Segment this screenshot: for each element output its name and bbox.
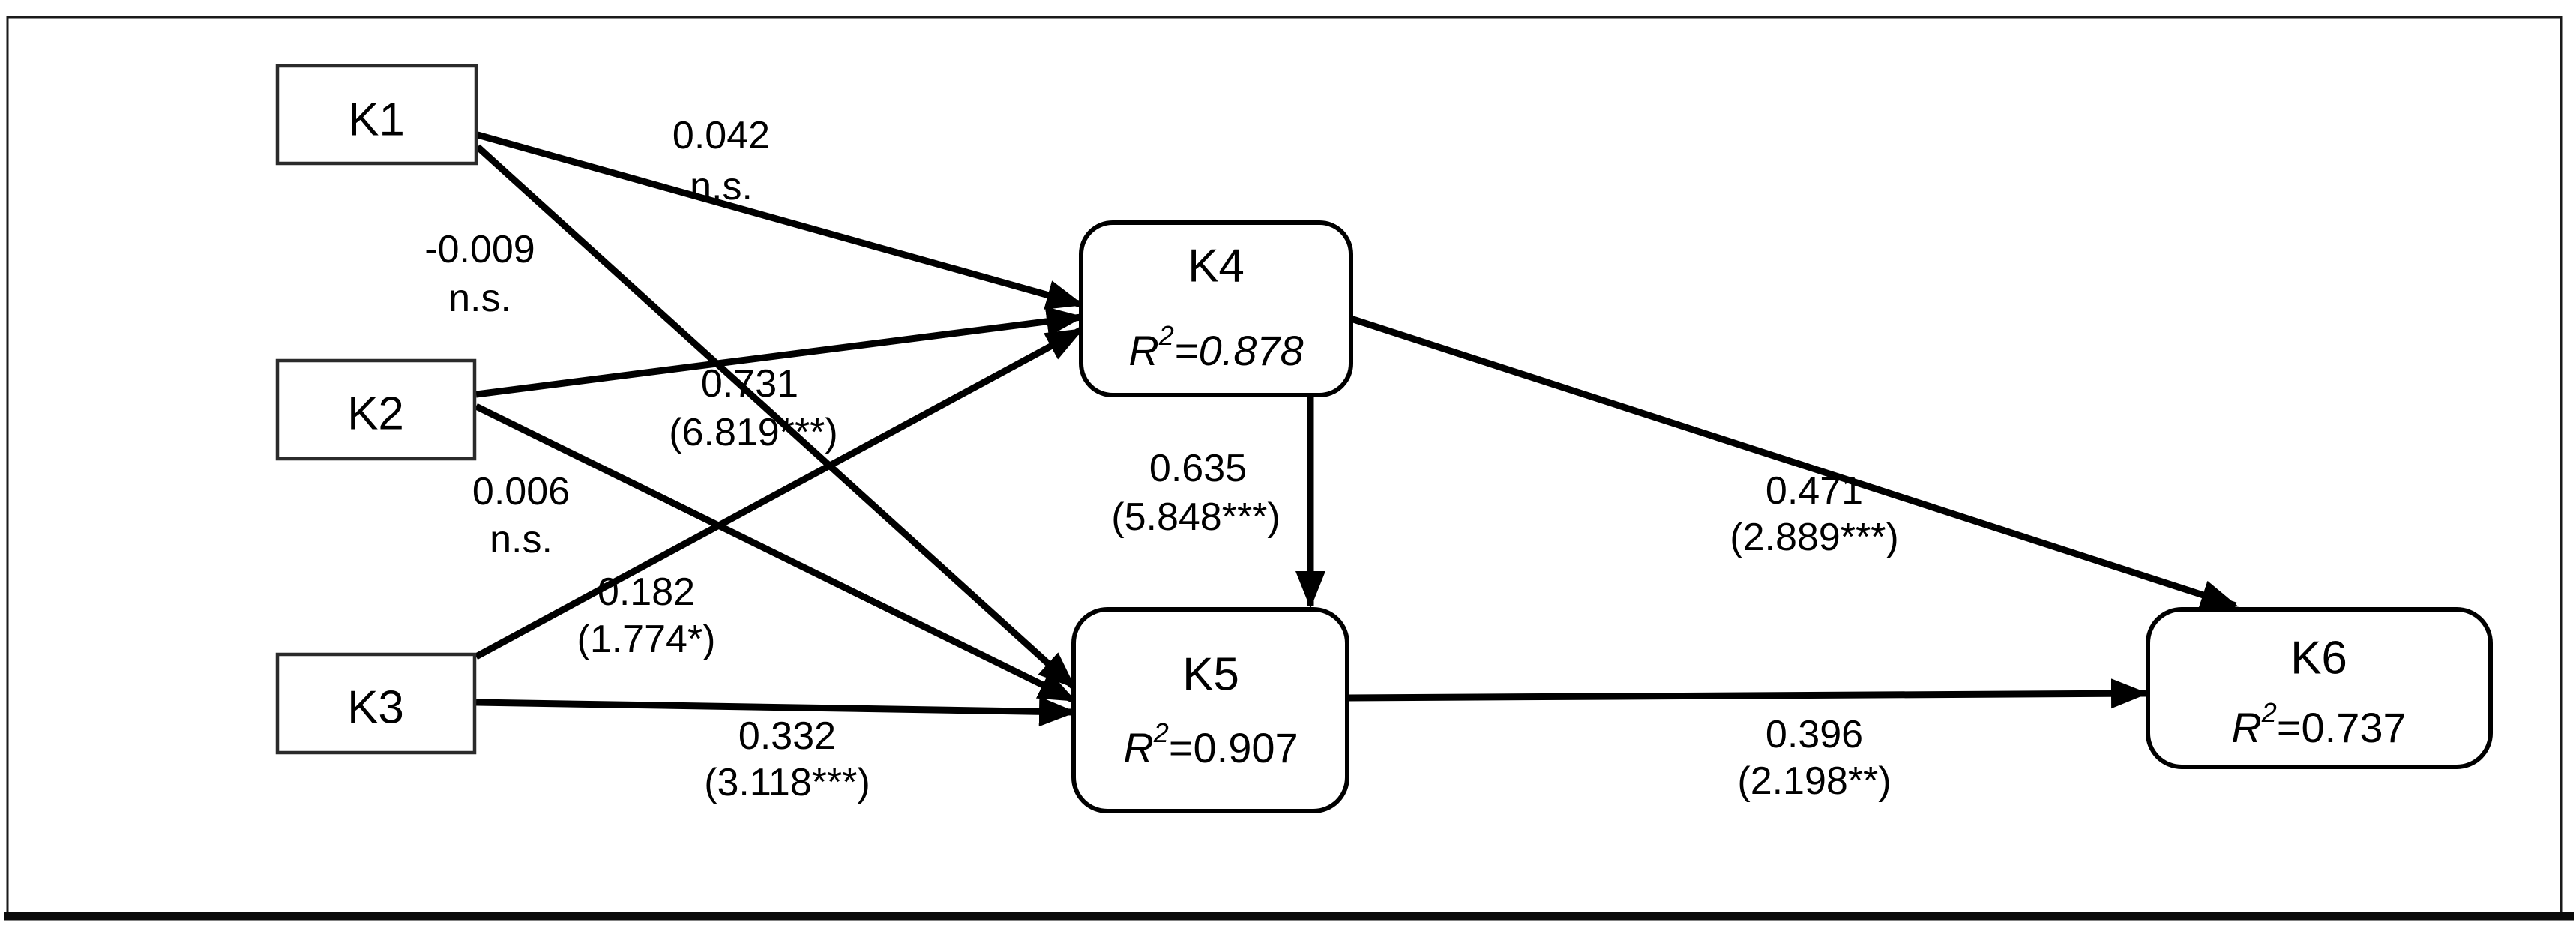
node-k6-box xyxy=(2146,607,2493,769)
node-k2: K2 xyxy=(275,358,477,461)
node-k5-box xyxy=(1071,607,1349,813)
node-k5-r2: R2=0.907 xyxy=(1123,717,1298,771)
edge-label-k2-k5: 0.006 n.s. xyxy=(472,470,570,561)
node-k4-r2: R2=0.878 xyxy=(1128,320,1303,374)
node-k2-label: K2 xyxy=(347,388,404,440)
node-k4-box xyxy=(1079,220,1353,397)
coefficient: 0.332 xyxy=(738,714,836,758)
node-k1: K1 xyxy=(275,64,478,166)
significance: n.s. xyxy=(490,518,553,561)
edge-label-k3-k5: 0.332 (3.118***) xyxy=(704,714,870,804)
node-k1-label: K1 xyxy=(348,94,405,146)
coefficient: 0.396 xyxy=(1766,713,1863,756)
edge-label-k1-k5: -0.009 n.s. xyxy=(424,228,535,320)
edge-label-k1-k4: 0.042 n.s. xyxy=(672,114,770,208)
t-value: (1.774*) xyxy=(577,618,716,661)
coefficient: 0.006 xyxy=(472,470,570,513)
node-k3-label: K3 xyxy=(347,682,404,734)
node-k3-box xyxy=(275,652,477,755)
edge-k2-k4 xyxy=(475,306,1084,398)
t-value: (5.848***) xyxy=(1111,495,1280,539)
edge-label-k3-k4: 0.182 (1.774*) xyxy=(577,570,716,661)
significance: n.s. xyxy=(448,277,511,320)
coefficient: 0.635 xyxy=(1149,447,1247,490)
node-k1-box xyxy=(275,64,478,166)
coefficient: -0.009 xyxy=(424,228,535,271)
coefficient: 0.182 xyxy=(598,570,695,614)
node-k3: K3 xyxy=(275,652,477,755)
coefficient: 0.042 xyxy=(672,114,770,157)
edge-k4-k6 xyxy=(1349,315,2239,609)
node-k6-r2: R2=0.737 xyxy=(2231,697,2406,751)
node-k6-label: K6 xyxy=(2290,633,2347,684)
figure-border xyxy=(6,16,2563,915)
coefficient: 0.471 xyxy=(1766,469,1863,513)
edge-label-k4-k5: 0.635 (5.848***) xyxy=(1111,447,1280,539)
t-value: (2.889***) xyxy=(1730,516,1898,559)
edge-label-k5-k6: 0.396 (2.198**) xyxy=(1737,713,1891,803)
edge-label-k4-k6: 0.471 (2.889***) xyxy=(1730,469,1898,559)
node-k2-box xyxy=(275,358,477,461)
node-k4-label: K4 xyxy=(1188,241,1245,292)
node-k6: K6 R2=0.737 xyxy=(2146,607,2493,769)
edge-k5-k6 xyxy=(1346,678,2149,709)
edge-k3-k5 xyxy=(475,696,1077,727)
edge-k3-k4 xyxy=(474,327,1084,660)
t-value: (2.198**) xyxy=(1737,759,1891,803)
node-k5: K5 R2=0.907 xyxy=(1071,607,1349,813)
node-k5-label: K5 xyxy=(1182,649,1239,701)
node-k4: K4 R2=0.878 xyxy=(1079,220,1353,397)
t-value: (6.819***) xyxy=(669,411,837,454)
t-value: (3.118***) xyxy=(704,761,870,804)
edge-k2-k5 xyxy=(475,403,1077,704)
edge-k1-k4 xyxy=(476,131,1084,310)
edge-label-k2-k4: 0.731 (6.819***) xyxy=(669,362,837,454)
coefficient: 0.731 xyxy=(701,362,798,406)
edge-k1-k5 xyxy=(475,144,1077,690)
significance: n.s. xyxy=(690,165,753,208)
